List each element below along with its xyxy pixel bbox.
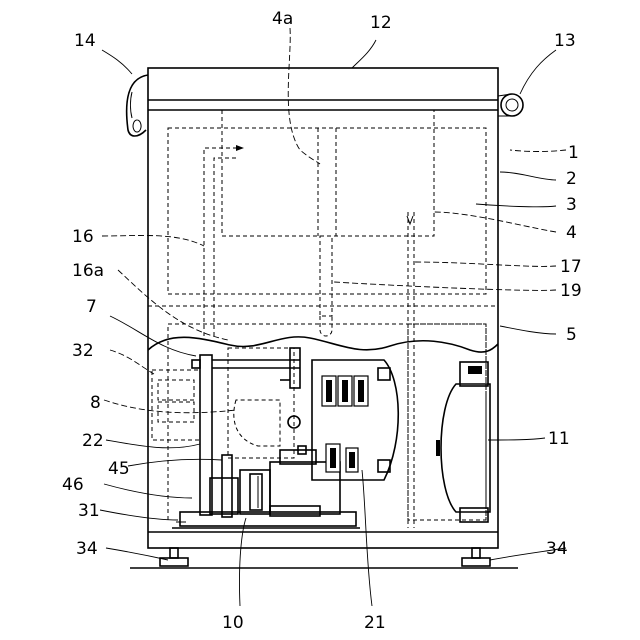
label-11: 11 (548, 429, 570, 449)
handle-14 (127, 75, 148, 136)
label-8: 8 (90, 393, 101, 413)
leader-lines (100, 28, 566, 606)
label-31: 31 (78, 501, 100, 521)
housing-2 (130, 68, 518, 568)
label-13: 13 (554, 31, 576, 51)
label-19: 19 (560, 281, 582, 301)
label-12: 12 (370, 13, 392, 33)
label-3: 3 (566, 195, 577, 215)
frame-7 (192, 348, 300, 517)
label-16a: 16a (72, 261, 104, 281)
label-4a: 4a (272, 9, 293, 29)
label-1: 1 (568, 143, 579, 163)
label-5: 5 (566, 325, 577, 345)
reference-numerals: 14 4a 12 13 1 2 3 4 17 19 5 16 16a 7 32 … (62, 9, 582, 633)
label-34-right: 34 (546, 539, 568, 559)
label-21: 21 (364, 613, 386, 633)
foot-34-left (160, 548, 188, 566)
label-7: 7 (86, 297, 97, 317)
base-31 (172, 522, 360, 528)
label-22: 22 (82, 431, 104, 451)
label-34-left: 34 (76, 539, 98, 559)
label-4: 4 (566, 223, 577, 243)
label-10: 10 (222, 613, 244, 633)
label-17: 17 (560, 257, 582, 277)
label-16: 16 (72, 227, 94, 247)
label-46: 46 (62, 475, 84, 495)
label-32: 32 (72, 341, 94, 361)
unit-11 (436, 362, 490, 522)
foot-34-right (462, 548, 490, 566)
label-2: 2 (566, 169, 577, 189)
label-14: 14 (74, 31, 96, 51)
box-32 (152, 370, 200, 440)
label-45: 45 (108, 459, 130, 479)
knob-13 (498, 94, 523, 116)
